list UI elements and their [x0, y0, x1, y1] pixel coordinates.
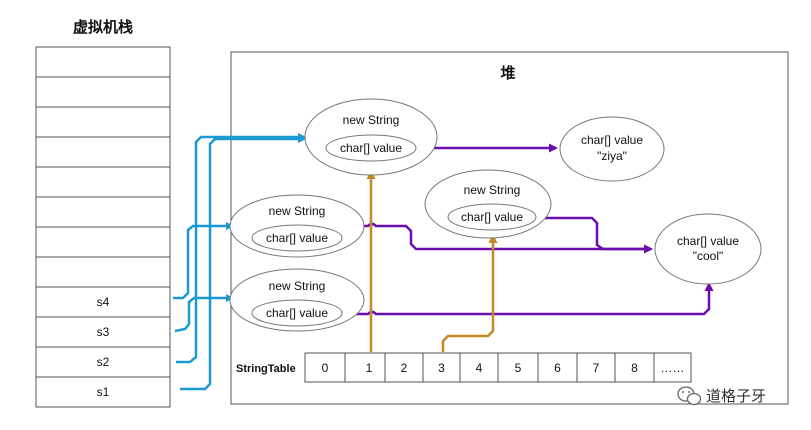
string-object-d-title: new String — [464, 183, 521, 197]
stack-slot — [35, 226, 171, 258]
stack-title: 虚拟机栈 — [73, 18, 133, 36]
table-references — [366, 170, 498, 352]
string-table-cell: 2 — [384, 352, 424, 383]
stack-slot-label: s2 — [97, 355, 110, 369]
watermark: 道格子牙 — [677, 386, 766, 406]
string-object-a: new String char[] value — [304, 98, 438, 176]
string-table-cell-label: 4 — [476, 361, 483, 375]
string-object-c-title: new String — [269, 279, 326, 293]
value-references — [343, 143, 714, 316]
string-table-cell: 7 — [576, 352, 616, 383]
stack-slot — [35, 46, 171, 78]
char-array-ziya-line1: char[] value — [581, 133, 643, 147]
string-table-label: StringTable — [236, 363, 296, 375]
value-to-cool-arrow-3 — [343, 282, 714, 316]
string-table-cell: 3 — [422, 352, 461, 383]
stack-frame: s4 s3 s2 s1 — [35, 46, 171, 408]
string-table-cell-label: 0 — [322, 361, 329, 375]
string-table-cell-label: 2 — [401, 361, 408, 375]
string-object-a-title: new String — [343, 113, 400, 127]
stack-slot — [35, 196, 171, 228]
string-object-c-field: char[] value — [266, 306, 328, 320]
string-object-b-field: char[] value — [266, 231, 328, 245]
string-table-cell: 5 — [497, 352, 539, 383]
string-object-a-field: char[] value — [340, 141, 402, 155]
stack-slot: s3 — [35, 316, 171, 348]
s3-reference-arrow — [174, 294, 234, 333]
wechat-icon — [677, 386, 702, 406]
s4-reference-arrow — [173, 222, 234, 300]
stack-slot — [35, 76, 171, 108]
s2-reference-arrow — [176, 133, 306, 364]
string-table-cell-label: 1 — [366, 361, 373, 375]
string-table: 0 1 2 3 4 5 6 7 8 …… — [304, 352, 692, 383]
string-object-d: new String char[] value — [424, 169, 552, 239]
heap-title: 堆 — [500, 64, 515, 82]
stack-slot: s1 — [35, 376, 171, 408]
stack-slot: s2 — [35, 346, 171, 378]
stack-slot-label: s1 — [97, 385, 110, 399]
stack-slot — [35, 166, 171, 198]
stack-references — [173, 133, 306, 391]
stack-slot: s4 — [35, 286, 171, 318]
char-array-ziya: char[] value "ziya" — [559, 116, 665, 182]
stack-slot-label: s4 — [97, 295, 110, 309]
stack-slot — [35, 136, 171, 168]
string-table-cell: 0 — [304, 352, 346, 383]
string-table-cell-label: 6 — [554, 361, 561, 375]
string-table-cell: …… — [653, 352, 692, 383]
s1-reference-arrow — [180, 135, 306, 391]
char-array-ziya-line2: "ziya" — [597, 149, 627, 163]
stack-slot-label: s3 — [97, 325, 110, 339]
string-table-cell: 8 — [614, 352, 655, 383]
string-object-b: new String char[] value — [229, 194, 365, 258]
string-table-cell-label: 5 — [515, 361, 522, 375]
string-table-cell: 4 — [459, 352, 499, 383]
char-array-cool-line1: char[] value — [677, 234, 739, 248]
string-table-cell-label: …… — [661, 361, 685, 375]
string-table-cell: 1 — [344, 352, 386, 383]
char-array-cool: char[] value "cool" — [654, 213, 762, 285]
string-table-cell-label: 8 — [631, 361, 638, 375]
table-3-reference-arrow — [441, 234, 498, 352]
string-table-cell-label: 3 — [438, 361, 445, 375]
value-to-cool-arrow-2 — [533, 216, 653, 254]
value-to-cool-arrow-1 — [343, 222, 653, 254]
string-object-b-title: new String — [269, 204, 326, 218]
string-object-d-field: char[] value — [461, 210, 523, 224]
string-table-cell-label: 7 — [593, 361, 600, 375]
string-table-cell: 6 — [537, 352, 578, 383]
stack-slot — [35, 256, 171, 288]
string-object-c: new String char[] value — [229, 268, 365, 332]
watermark-text: 道格子牙 — [706, 387, 766, 405]
stack-slot — [35, 106, 171, 138]
char-array-cool-line2: "cool" — [693, 249, 724, 263]
